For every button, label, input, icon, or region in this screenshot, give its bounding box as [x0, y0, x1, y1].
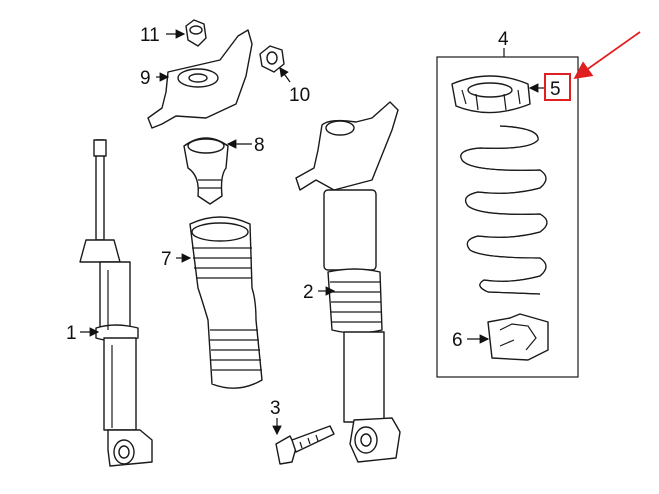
callout-3: 3	[270, 398, 281, 419]
callout-11: 11	[140, 25, 160, 46]
upper-mount-part-9	[147, 29, 253, 129]
bump-stop-part-8	[183, 137, 229, 205]
callout-6: 6	[452, 330, 463, 351]
callout-9: 9	[140, 68, 151, 89]
callout-8: 8	[254, 135, 265, 156]
callout-4: 4	[498, 29, 509, 50]
highlight-box	[544, 73, 571, 101]
nut-part-10	[259, 45, 285, 73]
highlight-arrow	[573, 31, 641, 80]
highlight-callout-5	[544, 31, 641, 101]
callout-10: 10	[289, 85, 310, 106]
leader-lines	[80, 29, 545, 436]
spring-group-box-part-4	[436, 56, 579, 378]
lower-seat-part-6	[487, 313, 549, 361]
callout-7: 7	[161, 249, 172, 270]
air-strut-part-2	[295, 101, 401, 463]
callout-1: 1	[66, 323, 77, 344]
spring-seat-part-5	[451, 75, 531, 114]
bolt-part-3	[275, 425, 335, 465]
dust-boot-part-7	[189, 216, 263, 389]
nut-part-11	[185, 19, 207, 47]
callout-2: 2	[303, 282, 314, 303]
callout-labels: 1 2 3 4 5 6 7 8 9 10 11	[66, 25, 561, 419]
coil-spring	[460, 125, 548, 295]
callout-5: 5	[550, 79, 561, 100]
shock-absorber-part-1	[79, 139, 153, 467]
